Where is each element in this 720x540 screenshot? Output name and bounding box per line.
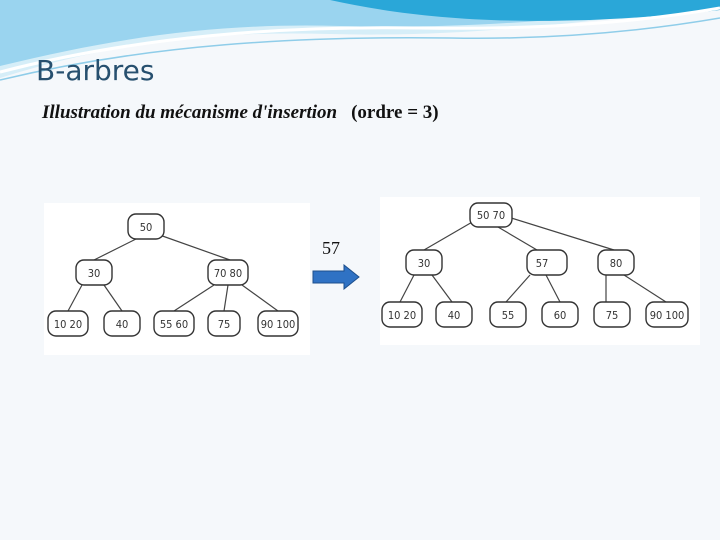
slide-subtitle: Illustration du mécanisme d'insertion (or… [42,102,439,124]
subtitle-order: (ordre = 3) [351,102,439,123]
edge [241,284,279,312]
node-label: 60 [554,309,567,322]
edge [545,274,561,303]
tree-node-leaf: 90 100 [645,301,689,328]
node-label: 70 80 [214,267,242,280]
tree-node-leaf: 10 20 [381,301,423,328]
node-label: 40 [116,318,129,331]
node-label: 75 [606,309,619,322]
node-label: 57 [536,257,549,270]
edge [431,274,453,303]
node-label: 55 60 [160,318,188,331]
arrow-right-icon [312,264,360,290]
tree-before-panel: 50 30 70 80 10 20 40 55 60 75 90 100 [44,203,310,355]
tree-node-leaf: 55 60 [153,310,195,337]
tree-node-root: 50 70 [469,202,513,228]
node-label: 10 20 [54,318,82,331]
node-label: 30 [88,267,101,280]
tree-node-internal: 30 [75,259,113,286]
subtitle-main: Illustration du mécanisme d'insertion [42,102,338,123]
tree-node-leaf: 75 [207,310,241,337]
edge [497,226,538,251]
header-banner [0,0,720,81]
tree-node-leaf: 40 [435,301,473,328]
tree-node-internal: 30 [405,249,443,276]
edge [173,284,215,312]
edge [93,238,137,261]
tree-node-leaf: 10 20 [47,310,89,337]
node-label: 30 [418,257,431,270]
node-label: 90 100 [650,309,685,322]
tree-node-leaf: 60 [541,301,579,328]
node-label: 50 70 [477,209,505,222]
node-label: 55 [502,309,515,322]
tree-node-root: 50 [127,213,165,240]
tree-node-internal: 80 [597,249,635,276]
edge [153,232,231,261]
edge [623,274,667,303]
edge [399,274,415,303]
edge [223,284,229,312]
tree-after-diagram: 50 70 30 57 80 10 20 40 55 60 [381,202,689,328]
node-label: 90 100 [261,318,296,331]
tree-before-diagram: 50 30 70 80 10 20 40 55 60 75 90 100 [47,213,299,337]
tree-node-leaf: 55 [489,301,527,328]
tree-node-internal: 70 80 [207,259,249,286]
slide-title: B-arbres [36,54,155,87]
tree-after-panel: 50 70 30 57 80 10 20 40 55 60 [380,197,700,345]
tree-node-leaf: 75 [593,301,631,328]
tree-node-internal: 57 [526,249,568,276]
node-label: 50 [140,221,153,234]
node-label: 40 [448,309,461,322]
node-label: 10 20 [388,309,416,322]
node-label: 75 [218,318,231,331]
node-label: 80 [610,257,623,270]
tree-node-leaf: 90 100 [257,310,299,337]
edge [67,284,83,312]
edge [507,216,615,251]
insert-value-label: 57 [322,238,340,258]
edge [423,220,475,251]
edge [505,274,531,303]
edge [103,284,123,312]
tree-node-leaf: 40 [103,310,141,337]
